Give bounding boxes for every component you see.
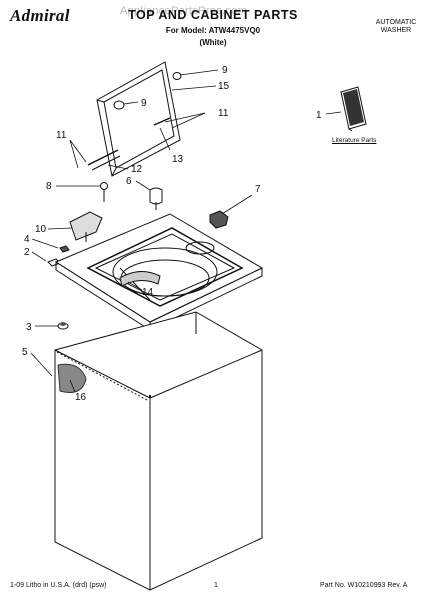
literature-booklet [340,86,367,132]
callout-7: 7 [255,184,261,195]
footer-litho: 1-09 Litho in U.S.A. (drd) (psw) [10,582,107,589]
callout-11b: 11 [56,130,67,141]
callout-10: 10 [35,224,47,235]
callout-12: 12 [131,164,143,175]
model-line: For Model: ATW4475VQ0 [165,26,261,35]
callout-8: 8 [46,181,52,192]
hinge-rod [87,117,171,171]
machine-type-line1: AUTOMATIC [375,19,417,26]
callout-9b: 9 [141,98,147,109]
cabinet [54,311,263,591]
callout-11a: 11 [218,108,229,119]
machine-type-line2: WASHER [380,27,412,34]
leader-lines [30,69,342,393]
callout-5: 5 [22,347,28,358]
dispenser-cap [209,210,229,229]
callout-4: 4 [24,234,30,245]
lid-bumper [113,100,125,110]
lid [96,61,181,177]
color-line: (White) [199,38,227,47]
plug [57,322,69,330]
lid-bumper-top [172,72,182,80]
callout-16: 16 [75,392,87,403]
callout-15: 15 [218,81,230,92]
callout-1: 1 [316,110,322,121]
callout-14: 14 [142,287,154,298]
callout-2: 2 [24,247,30,258]
lid-switch [149,187,163,210]
callout-9a: 9 [222,65,228,76]
callout-numbers: 9 15 9 11 11 12 13 1 8 6 7 10 4 2 14 3 5… [22,65,322,403]
switch-bracket [69,211,103,242]
callout-13: 13 [172,154,184,165]
screw [100,182,108,202]
cabinet-label [57,363,87,393]
footer-page-number: 1 [214,582,218,589]
brand-logo: Admiral [10,6,70,25]
literature-parts-label: Literature Parts [332,137,377,144]
page-title: TOP AND CABINET PARTS [128,8,298,22]
machine-type: AUTOMATIC WASHER [365,19,427,35]
callout-3: 3 [26,322,32,333]
callout-6: 6 [126,176,132,187]
footer-part-number: Part No. W10210993 Rev. A [320,582,408,589]
watermark: AppliancePartsPros.com [120,5,248,17]
washer-top [54,213,264,331]
